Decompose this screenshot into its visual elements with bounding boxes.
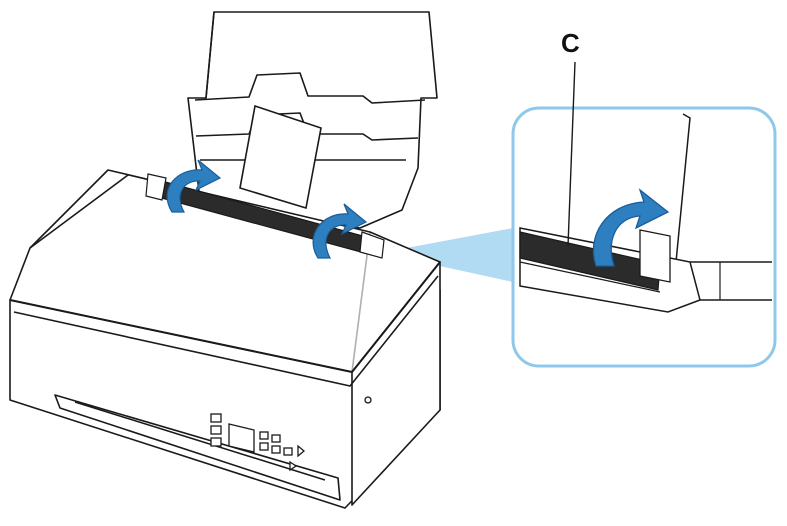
printer-body <box>9 169 441 509</box>
feed-slot-left-guide <box>145 173 167 201</box>
callout-label-c: C <box>561 28 580 58</box>
zoom-slot-cover <box>519 231 661 291</box>
operation-panel <box>210 396 372 472</box>
zoom-callout <box>511 61 777 368</box>
open-arrow-icon <box>592 188 670 267</box>
paper-support <box>187 11 438 229</box>
callout-leader-line <box>567 61 576 247</box>
paper-sheet <box>239 104 322 210</box>
zoom-beam <box>380 228 513 282</box>
feed-slot-right-guide <box>359 231 385 259</box>
open-arrow-icon <box>166 159 368 259</box>
